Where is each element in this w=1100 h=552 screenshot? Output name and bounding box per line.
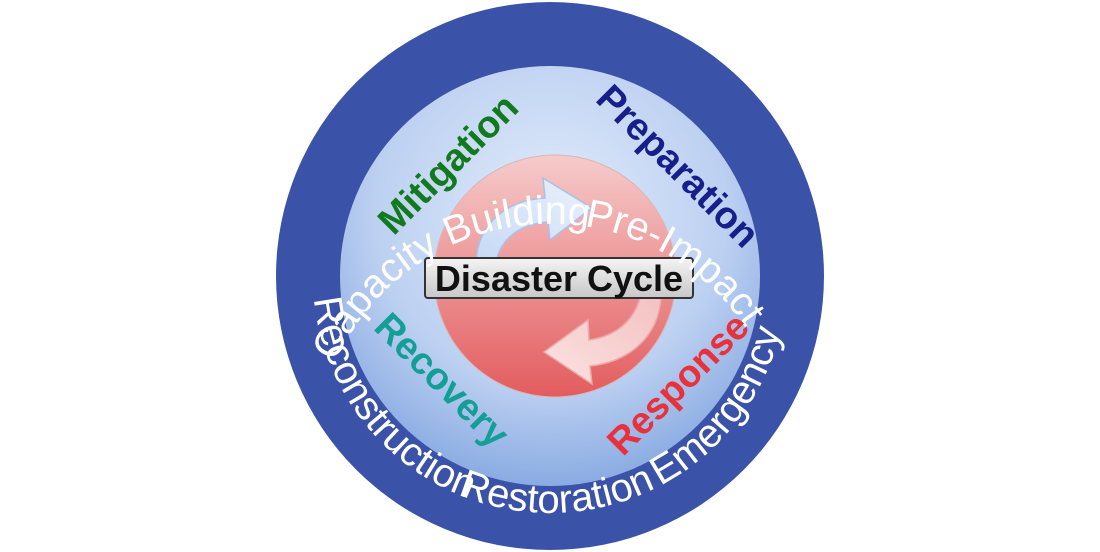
center-title-box: [424, 257, 694, 299]
cycle-arrow-blue-icon: [475, 176, 594, 263]
cycle-arrow-pink-icon: [542, 297, 662, 386]
center-title: Disaster Cycle: [435, 258, 683, 299]
